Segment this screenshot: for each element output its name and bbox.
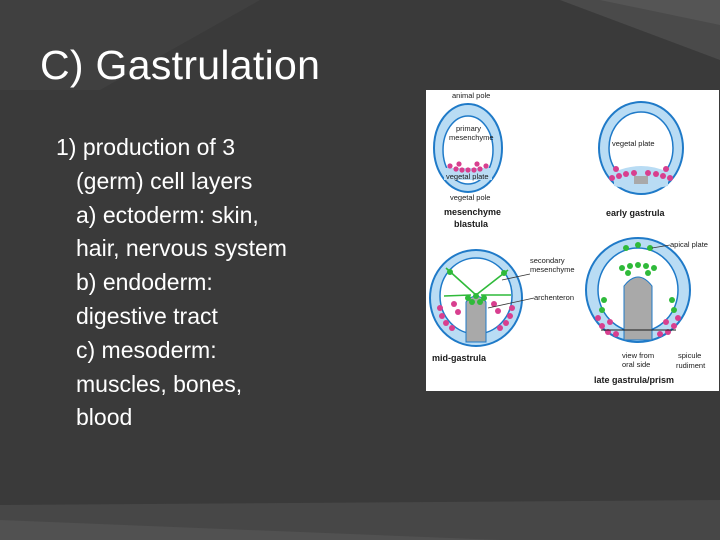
bullet-line: digestive tract xyxy=(76,302,218,329)
label-vegetal-pole: vegetal pole xyxy=(450,193,490,202)
bullet-line: blood xyxy=(76,404,133,431)
stage-label-blastula: blastula xyxy=(454,219,489,229)
label-primary-mesenchyme: mesenchyme xyxy=(449,133,494,142)
bullet-line: c) mesoderm: xyxy=(76,336,217,363)
early-gastrula-drawing xyxy=(598,101,684,195)
label-secondary: secondary xyxy=(530,256,565,265)
leader-apical xyxy=(651,244,671,249)
label-vegetal-plate: vegetal plate xyxy=(446,172,489,181)
stage-label-mesenchyme: mesenchyme xyxy=(444,207,501,217)
label-archenteron: archenteron xyxy=(534,293,574,302)
mesenchyme-blastula-drawing xyxy=(433,103,503,193)
bullet-line: a) ectoderm: skin, xyxy=(76,201,259,228)
label-oral-side: oral side xyxy=(622,360,650,369)
label-spicule: spicule xyxy=(678,351,701,360)
label-animal-pole: animal pole xyxy=(452,91,490,100)
stage-label-early-gastrula: early gastrula xyxy=(606,208,666,218)
leader-secondary xyxy=(501,273,531,281)
label-secondary-mesenchyme: mesenchyme xyxy=(530,265,575,274)
bullet-line: b) endoderm: xyxy=(76,269,213,296)
leader-archenteron xyxy=(487,297,535,309)
stage-label-mid-gastrula: mid-gastrula xyxy=(432,353,487,363)
label-primary: primary xyxy=(456,124,481,133)
bullet-line: 1) production of 3 xyxy=(56,134,236,160)
label-spicule-rudiment: rudiment xyxy=(676,361,706,370)
late-gastrula-drawing xyxy=(585,237,691,343)
slide-title: C) Gastrulation xyxy=(40,42,321,88)
bullet-line: (germ) cell layers xyxy=(76,167,253,194)
bullet-line: hair, nervous system xyxy=(76,235,287,262)
stage-label-late-gastrula: late gastrula/prism xyxy=(594,375,674,385)
label-view-from: view from xyxy=(622,351,654,360)
label-apical-plate: apical plate xyxy=(670,240,708,249)
gastrulation-figure: animal pole primary mesenchyme vegetal p… xyxy=(426,90,719,391)
label-vegetal-plate-2: vegetal plate xyxy=(612,139,655,148)
slide-body: 1) production of 3 (germ) cell layers a)… xyxy=(56,131,346,435)
bullet-line: muscles, bones, xyxy=(76,370,243,397)
mid-gastrula-drawing xyxy=(429,249,523,347)
gastrulation-diagram: animal pole primary mesenchyme vegetal p… xyxy=(429,91,708,385)
